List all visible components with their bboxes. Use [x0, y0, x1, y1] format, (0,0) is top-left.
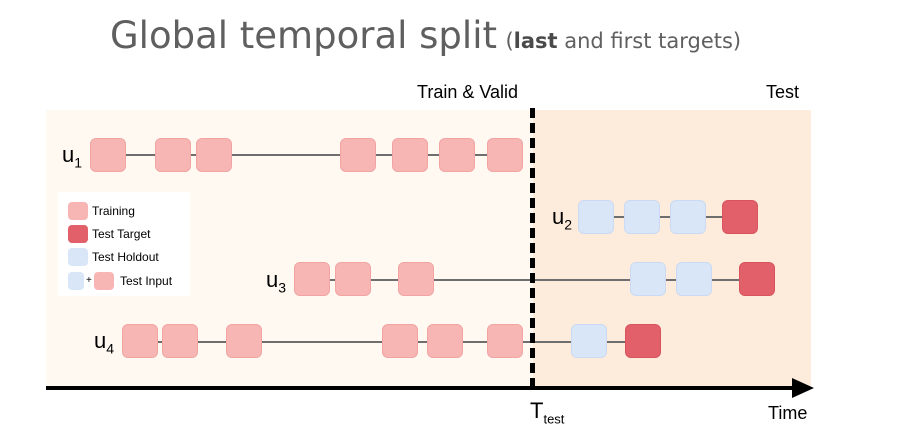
user-1-training-event: [487, 138, 523, 172]
user-2-test-holdout-event: [578, 200, 614, 234]
legend-plus: +: [86, 275, 92, 286]
user-1-training-event: [155, 138, 191, 172]
diagram-title: Global temporal split (last and first ta…: [110, 14, 741, 57]
user-2-label: u2: [552, 204, 573, 233]
subtitle-rest: and first targets): [557, 29, 742, 53]
user-4-training-event: [162, 324, 198, 358]
test-input-holdout-swatch: [68, 272, 84, 290]
user-4-training-event: [122, 324, 158, 358]
test-input-training-swatch: [94, 272, 114, 290]
training-swatch: [68, 202, 88, 220]
user-1-timeline: [108, 154, 505, 156]
time-label: Time: [768, 403, 808, 423]
legend: Training Test Target Test Holdout + Test…: [58, 192, 190, 296]
user-1-training-event: [439, 138, 475, 172]
test-header: Test: [766, 82, 800, 102]
user-4-training-event: [427, 324, 463, 358]
user-2-test-holdout-event: [670, 200, 706, 234]
user-4-training-event: [226, 324, 262, 358]
user-4-training-event: [382, 324, 418, 358]
user-3-test-target-event: [739, 262, 775, 296]
subtitle-open: (: [505, 29, 514, 53]
user-1-training-event: [196, 138, 232, 172]
user-4-label: u4: [94, 328, 115, 357]
time-axis-arrowhead: [792, 378, 814, 398]
user-3-test-holdout-event: [676, 262, 712, 296]
user-3-label: u3: [266, 267, 287, 296]
user-1-training-event: [392, 138, 428, 172]
user-2-test-target-event: [722, 200, 758, 234]
user-3-training-event: [294, 262, 330, 296]
user-2-test-holdout-event: [624, 200, 660, 234]
test-target-swatch: [68, 225, 88, 243]
split-divider: [530, 108, 535, 388]
user-1-training-event: [90, 138, 126, 172]
test-holdout-swatch: [68, 248, 88, 266]
user-4-training-event: [487, 324, 523, 358]
user-1-label: u1: [62, 142, 83, 171]
user-3-training-event: [335, 262, 371, 296]
user-4-test-holdout-event: [571, 324, 607, 358]
title-subtitle: (last and first targets): [505, 29, 741, 53]
user-2-timeline: [596, 216, 740, 218]
user-1-training-event: [340, 138, 376, 172]
split-time-label: Ttest: [530, 398, 565, 427]
time-axis: [46, 386, 798, 390]
title-main: Global temporal split: [110, 14, 497, 57]
subtitle-bold: last: [513, 29, 558, 53]
user-4-test-target-event: [625, 324, 661, 358]
user-3-test-holdout-event: [630, 262, 666, 296]
train-valid-header: Train & Valid: [417, 82, 519, 102]
user-3-training-event: [398, 262, 434, 296]
